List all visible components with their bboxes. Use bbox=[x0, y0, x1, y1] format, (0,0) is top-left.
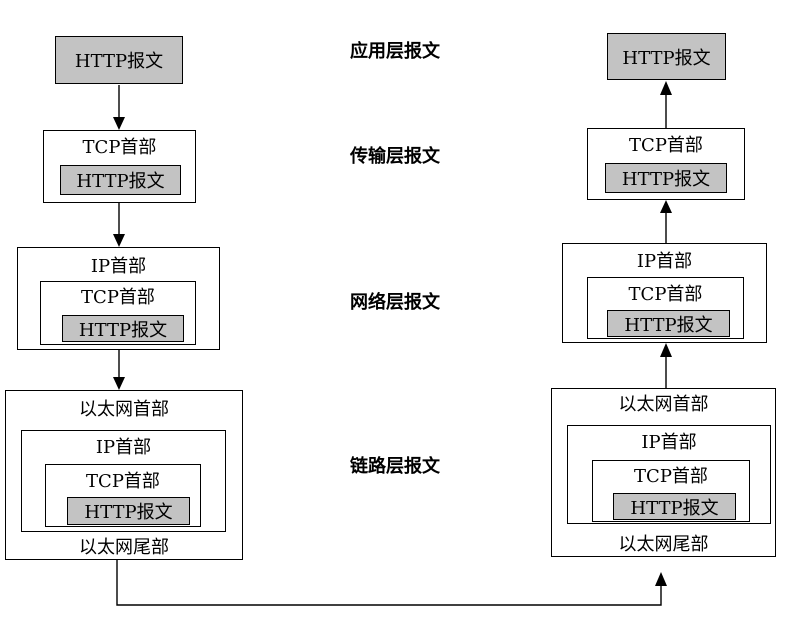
tcp-header-label: TCP首部 bbox=[86, 471, 160, 492]
tcp-header-label: TCP首部 bbox=[634, 466, 708, 487]
down-arrow-transport-to-network bbox=[113, 203, 125, 247]
tcp-segment-box: TCP首部 HTTP报文 bbox=[587, 277, 744, 339]
http-message-box: HTTP报文 bbox=[62, 315, 184, 342]
sender-transport-segment: TCP首部 HTTP报文 bbox=[43, 130, 196, 203]
transport-layer-label: 传输层报文 bbox=[350, 146, 440, 167]
tcp-header-label: TCP首部 bbox=[629, 135, 703, 156]
application-layer-label: 应用层报文 bbox=[350, 41, 440, 62]
network-layer-label: 网络层报文 bbox=[350, 292, 440, 313]
arrowhead-down bbox=[113, 234, 125, 247]
receiver-link-frame: 以太网首部 IP首部 TCP首部 HTTP报文 以太网尾部 bbox=[551, 388, 776, 557]
receiver-network-datagram: IP首部 TCP首部 HTTP报文 bbox=[562, 243, 767, 343]
tcp-segment-box: TCP首部 HTTP报文 bbox=[40, 281, 196, 345]
receiver-application-http-message: HTTP报文 bbox=[607, 33, 726, 80]
http-message-label: HTTP报文 bbox=[84, 502, 173, 523]
ethernet-trailer-label: 以太网尾部 bbox=[618, 534, 709, 555]
ethernet-header-label: 以太网首部 bbox=[618, 394, 709, 415]
http-message-label: HTTP报文 bbox=[74, 51, 164, 72]
http-message-label: HTTP报文 bbox=[621, 169, 711, 190]
http-message-box: HTTP报文 bbox=[607, 310, 730, 337]
up-arrow-network-to-transport bbox=[660, 200, 672, 243]
http-message-box: HTTP报文 bbox=[67, 497, 190, 525]
down-arrow-application-to-transport bbox=[113, 85, 125, 130]
tcp-header-label: TCP首部 bbox=[628, 284, 703, 305]
link-layer-label: 链路层报文 bbox=[350, 456, 440, 477]
tcp-header-label: TCP首部 bbox=[81, 287, 155, 308]
up-arrow-link-to-network bbox=[660, 343, 672, 388]
ip-datagram-box: IP首部 TCP首部 HTTP报文 bbox=[21, 430, 226, 532]
tcp-segment-box: TCP首部 HTTP报文 bbox=[45, 464, 201, 527]
ip-header-label: IP首部 bbox=[95, 437, 152, 458]
tcp-header-label: TCP首部 bbox=[82, 137, 157, 158]
up-arrow-transport-to-application bbox=[660, 81, 672, 128]
http-message-box: HTTP报文 bbox=[60, 165, 181, 195]
ip-datagram-box: IP首部 TCP首部 HTTP报文 bbox=[567, 425, 771, 524]
receiver-transport-segment: TCP首部 HTTP报文 bbox=[587, 128, 745, 200]
transmission-connector-arrow bbox=[116, 560, 667, 606]
http-message-label: HTTP报文 bbox=[78, 319, 168, 341]
sender-link-frame: 以太网首部 IP首部 TCP首部 HTTP报文 以太网尾部 bbox=[5, 390, 243, 560]
http-message-label: HTTP报文 bbox=[76, 171, 165, 192]
arrowhead-down bbox=[113, 377, 125, 390]
http-message-label: HTTP报文 bbox=[630, 497, 719, 519]
http-message-box: HTTP报文 bbox=[605, 163, 727, 193]
http-message-label: HTTP报文 bbox=[622, 47, 711, 69]
down-arrow-network-to-link bbox=[113, 350, 125, 390]
ip-header-label: IP首部 bbox=[636, 251, 693, 272]
arrowhead-up bbox=[660, 200, 672, 213]
ip-header-label: IP首部 bbox=[641, 432, 697, 453]
arrowhead-up bbox=[660, 81, 672, 95]
http-message-box: HTTP报文 bbox=[613, 493, 736, 520]
arrowhead-down bbox=[113, 117, 125, 130]
http-message-label: HTTP报文 bbox=[624, 314, 713, 336]
arrowhead-up bbox=[655, 572, 667, 586]
ethernet-trailer-label: 以太网尾部 bbox=[79, 537, 169, 558]
arrowhead-up bbox=[660, 343, 672, 357]
tcp-segment-box: TCP首部 HTTP报文 bbox=[592, 460, 750, 522]
ethernet-header-label: 以太网首部 bbox=[79, 399, 169, 420]
sender-network-datagram: IP首部 TCP首部 HTTP报文 bbox=[17, 247, 220, 350]
sender-application-http-message: HTTP报文 bbox=[55, 36, 183, 84]
ip-header-label: IP首部 bbox=[90, 256, 147, 277]
connector-path bbox=[116, 560, 662, 606]
